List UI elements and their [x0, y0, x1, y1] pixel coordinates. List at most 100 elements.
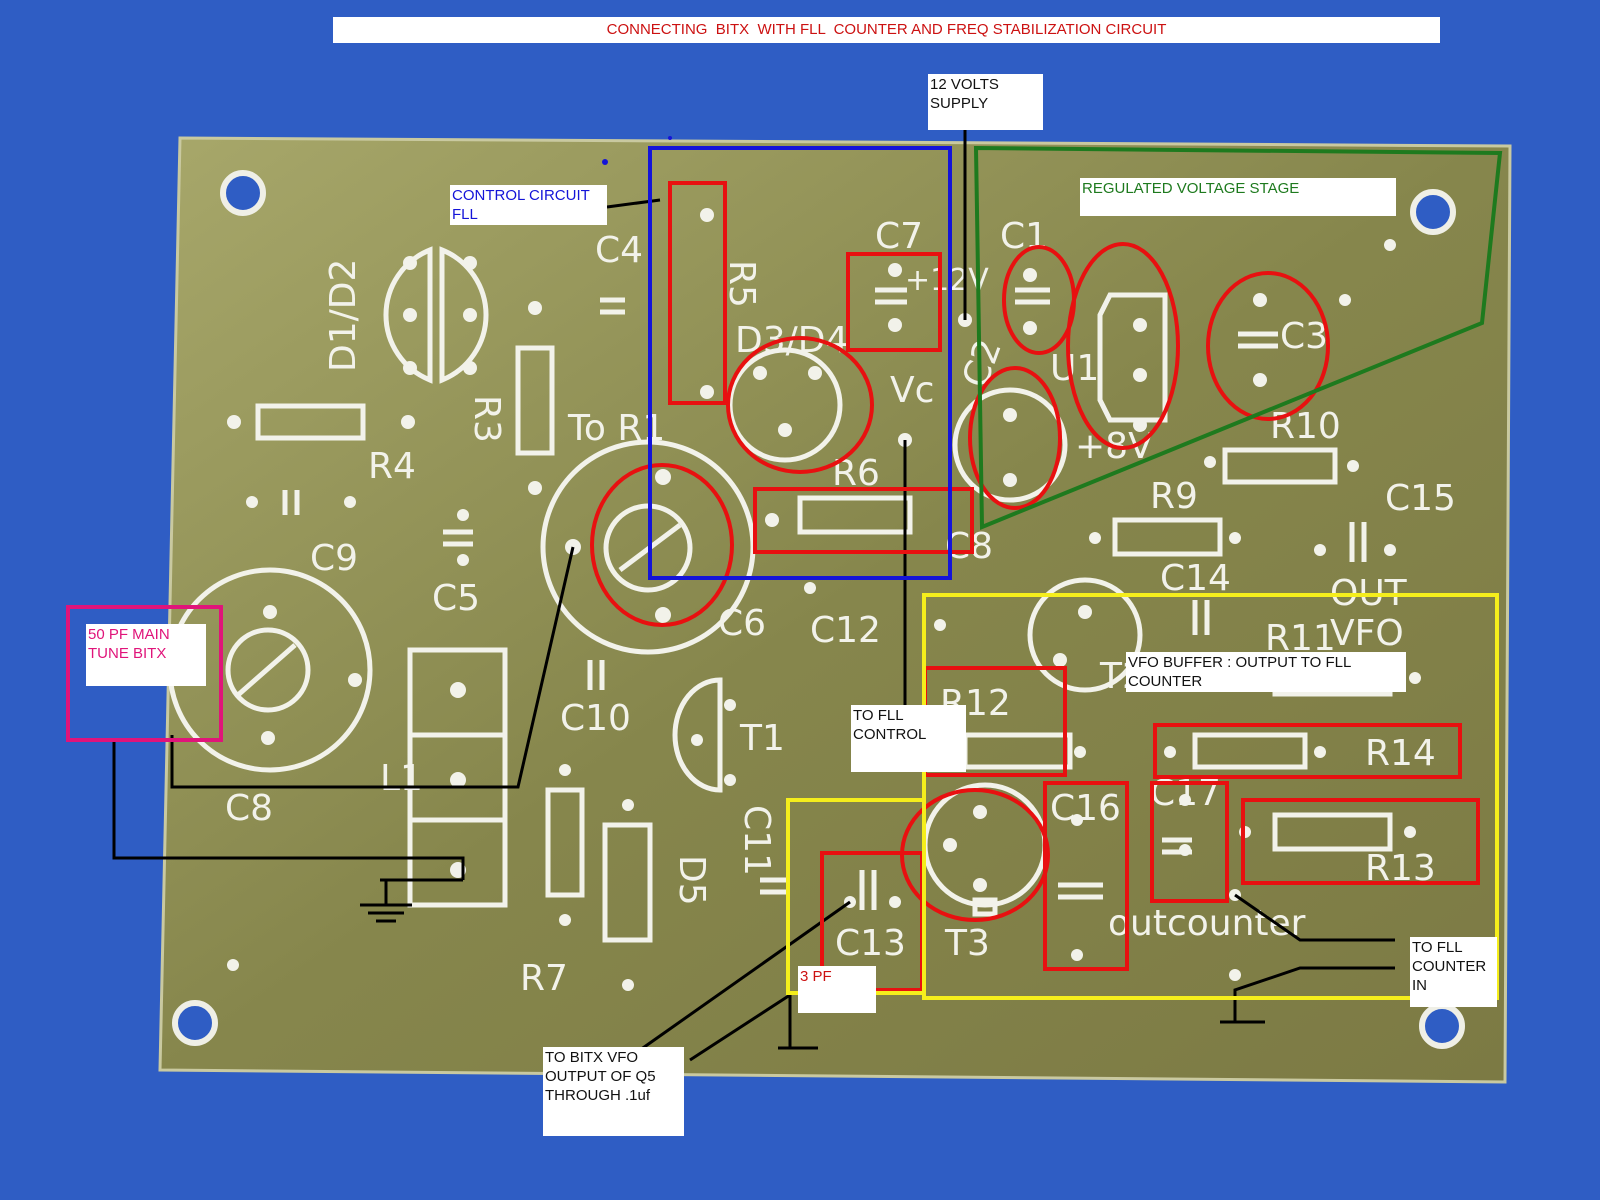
pad [1339, 294, 1351, 306]
silk-d5: D5 [671, 855, 712, 906]
ground-symbols [360, 880, 1265, 1050]
cap-glyph [760, 877, 790, 895]
cap-glyph [1238, 331, 1278, 349]
mounting-hole [220, 170, 266, 216]
silk-r3: R3 [466, 395, 507, 443]
t3-tab [972, 897, 998, 917]
pad [888, 263, 902, 277]
pad [263, 605, 277, 619]
silk-r7: R7 [520, 958, 568, 999]
pad [1204, 456, 1216, 468]
vfo-buffer-box [922, 593, 1499, 1000]
pad [1229, 969, 1241, 981]
c6-highlight [590, 463, 734, 627]
pad [1384, 239, 1396, 251]
page-title: CONNECTING BITX WITH FLL COUNTER AND FRE… [606, 21, 1167, 38]
wire-bitx-vfo-2 [689, 993, 791, 1062]
r14-body [1192, 732, 1308, 770]
supply-label: 12 VOLTS SUPPLY [928, 74, 1043, 130]
pad [700, 385, 714, 399]
pad [753, 366, 767, 380]
cap-glyph [1192, 600, 1210, 635]
pcb-board [158, 136, 1512, 1084]
mounting-holes [172, 170, 1465, 1049]
wire-tune-to-r1 [170, 546, 575, 789]
pad [403, 308, 417, 322]
pad [1164, 746, 1176, 758]
wire-counter-ground [1233, 966, 1395, 1022]
cap-glyph [1349, 522, 1367, 562]
r14-highlight [1153, 723, 1462, 779]
pad [934, 619, 946, 631]
pad [559, 914, 571, 926]
pad [1404, 826, 1416, 838]
r9-body [1112, 517, 1223, 557]
pad [1314, 746, 1326, 758]
wire-bitx-vfo [639, 900, 851, 1052]
d3d4-highlight [726, 336, 874, 474]
silk-c10: C10 [560, 698, 631, 739]
r6-highlight [753, 487, 974, 554]
pad [622, 979, 634, 991]
c3-highlight [1206, 271, 1330, 421]
pad [778, 423, 792, 437]
silk-r14: R14 [1365, 733, 1436, 774]
cap-glyph [859, 870, 877, 910]
main-tune-box [66, 605, 223, 742]
pad [1071, 949, 1083, 961]
mounting-hole [172, 1000, 218, 1046]
pad [973, 805, 987, 819]
pad [808, 366, 822, 380]
silk-c12: C12 [810, 610, 881, 651]
silk-c17: C17 [1150, 773, 1221, 814]
pad [450, 682, 466, 698]
pad [463, 308, 477, 322]
pad [1133, 368, 1147, 382]
u1-outline [1097, 292, 1168, 423]
pad [344, 496, 356, 508]
wire-tune-ground [112, 740, 465, 880]
cap-glyphs [282, 287, 1367, 910]
pad [403, 256, 417, 270]
silk-d1d2: D1/D2 [323, 259, 364, 372]
pad [622, 799, 634, 811]
pad [246, 496, 258, 508]
cap-glyph [282, 490, 300, 515]
pad [765, 513, 779, 527]
pad [655, 469, 671, 485]
pad [1253, 373, 1267, 387]
regulated-voltage-label: REGULATED VOLTAGE STAGE [1080, 178, 1396, 216]
pad [1314, 544, 1326, 556]
cap-glyph [443, 529, 473, 547]
r7-body [545, 787, 585, 898]
pad [528, 301, 542, 315]
silk-r10: R10 [1270, 406, 1341, 447]
pad [1023, 268, 1037, 282]
pad [1003, 473, 1017, 487]
silk-c4: C4 [595, 230, 643, 271]
pad [973, 878, 987, 892]
silk-vc: Vc [890, 370, 934, 411]
pad [227, 415, 241, 429]
pad [700, 208, 714, 222]
silk-out-vfo-2: VFO [1330, 613, 1404, 654]
silk-t1: T1 [739, 718, 785, 759]
pad [1003, 408, 1017, 422]
cap-glyph [1015, 287, 1050, 305]
vfo-buffer-label: VFO BUFFER : OUTPUT TO FLL COUNTER [1126, 652, 1406, 692]
pad [1074, 746, 1086, 758]
pad [1053, 653, 1067, 667]
silk-c5: C5 [432, 578, 480, 619]
pad [1347, 460, 1359, 472]
silk-c11: C11 [736, 805, 777, 876]
silk-c13: C13 [835, 923, 906, 964]
r13-highlight [1241, 798, 1480, 885]
control-circuit-box [648, 146, 952, 580]
pad [227, 959, 239, 971]
bitx-vfo-label: TO BITX VFO OUTPUT OF Q5 THROUGH .1uf [543, 1047, 684, 1136]
r4-body [255, 403, 366, 441]
pad [1229, 532, 1241, 544]
pad [1089, 532, 1101, 544]
pad [403, 361, 417, 375]
silk-c8-top: C8 [945, 526, 993, 567]
